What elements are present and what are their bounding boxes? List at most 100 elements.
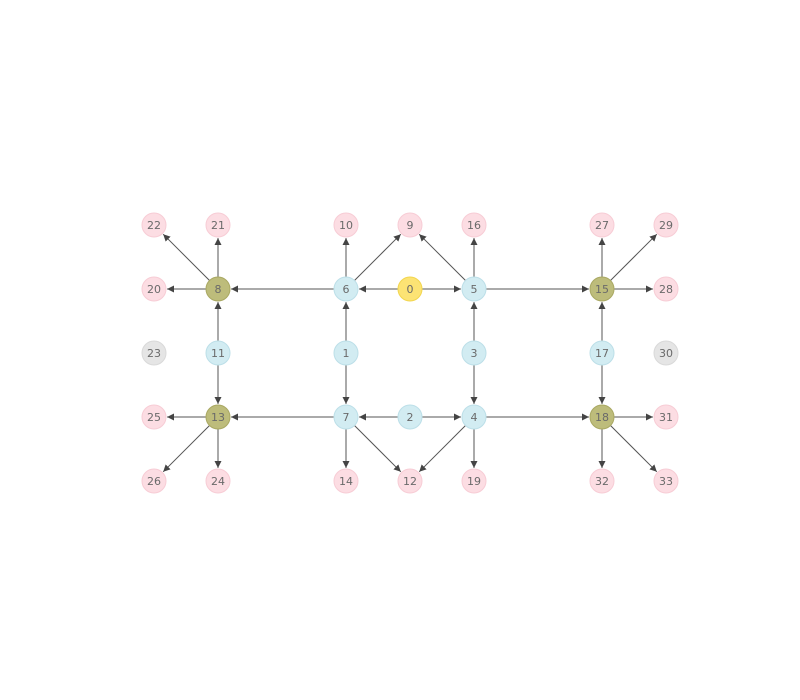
edge-6-to-9: [354, 233, 402, 281]
node-28: 28: [653, 276, 679, 302]
node-31: 31: [653, 404, 679, 430]
node-23: 23: [141, 340, 167, 366]
node-label-29: 29: [659, 219, 673, 232]
node-label-17: 17: [595, 347, 609, 360]
node-circle-8: [205, 276, 231, 302]
node-29: 29: [653, 212, 679, 238]
node-circle-12: [397, 468, 423, 494]
node-circle-22: [141, 212, 167, 238]
node-label-23: 23: [147, 347, 161, 360]
node-circle-3: [461, 340, 487, 366]
node-label-0: 0: [407, 283, 414, 296]
node-6: 6: [333, 276, 359, 302]
node-33: 33: [653, 468, 679, 494]
node-label-25: 25: [147, 411, 161, 424]
node-0: 0: [397, 276, 423, 302]
edge-7-to-12: [354, 425, 402, 473]
node-circle-0: [397, 276, 423, 302]
node-9: 9: [397, 212, 423, 238]
node-16: 16: [461, 212, 487, 238]
node-circle-30: [653, 340, 679, 366]
node-label-30: 30: [659, 347, 673, 360]
node-1: 1: [333, 340, 359, 366]
node-label-13: 13: [211, 411, 225, 424]
node-label-4: 4: [471, 411, 478, 424]
node-7: 7: [333, 404, 359, 430]
node-circle-14: [333, 468, 359, 494]
node-label-5: 5: [471, 283, 478, 296]
edges-layer: [162, 233, 658, 473]
node-circle-27: [589, 212, 615, 238]
node-20: 20: [141, 276, 167, 302]
node-circle-17: [589, 340, 615, 366]
node-label-22: 22: [147, 219, 161, 232]
node-3: 3: [461, 340, 487, 366]
node-label-2: 2: [407, 411, 414, 424]
node-label-24: 24: [211, 475, 225, 488]
node-13: 13: [205, 404, 231, 430]
node-11: 11: [205, 340, 231, 366]
node-12: 12: [397, 468, 423, 494]
node-circle-28: [653, 276, 679, 302]
node-label-33: 33: [659, 475, 673, 488]
node-24: 24: [205, 468, 231, 494]
node-label-3: 3: [471, 347, 478, 360]
node-label-31: 31: [659, 411, 673, 424]
node-circle-29: [653, 212, 679, 238]
node-label-32: 32: [595, 475, 609, 488]
edge-15-to-29: [610, 233, 658, 281]
node-10: 10: [333, 212, 359, 238]
node-21: 21: [205, 212, 231, 238]
node-19: 19: [461, 468, 487, 494]
node-circle-2: [397, 404, 423, 430]
node-label-27: 27: [595, 219, 609, 232]
edge-18-to-33: [610, 425, 658, 473]
edge-13-to-26: [162, 425, 210, 473]
node-25: 25: [141, 404, 167, 430]
node-26: 26: [141, 468, 167, 494]
node-circle-10: [333, 212, 359, 238]
node-circle-23: [141, 340, 167, 366]
node-label-12: 12: [403, 475, 417, 488]
node-18: 18: [589, 404, 615, 430]
node-32: 32: [589, 468, 615, 494]
node-circle-19: [461, 468, 487, 494]
node-label-9: 9: [407, 219, 414, 232]
node-label-15: 15: [595, 283, 609, 296]
node-2: 2: [397, 404, 423, 430]
node-circle-11: [205, 340, 231, 366]
node-label-16: 16: [467, 219, 481, 232]
node-label-19: 19: [467, 475, 481, 488]
node-label-20: 20: [147, 283, 161, 296]
node-30: 30: [653, 340, 679, 366]
node-circle-15: [589, 276, 615, 302]
node-17: 17: [589, 340, 615, 366]
node-4: 4: [461, 404, 487, 430]
node-circle-13: [205, 404, 231, 430]
node-circle-25: [141, 404, 167, 430]
node-5: 5: [461, 276, 487, 302]
node-label-7: 7: [343, 411, 350, 424]
node-circle-26: [141, 468, 167, 494]
node-circle-21: [205, 212, 231, 238]
node-circle-1: [333, 340, 359, 366]
node-8: 8: [205, 276, 231, 302]
node-circle-24: [205, 468, 231, 494]
node-circle-4: [461, 404, 487, 430]
node-label-28: 28: [659, 283, 673, 296]
node-circle-5: [461, 276, 487, 302]
node-label-6: 6: [343, 283, 350, 296]
node-circle-9: [397, 212, 423, 238]
node-27: 27: [589, 212, 615, 238]
node-label-26: 26: [147, 475, 161, 488]
node-circle-18: [589, 404, 615, 430]
node-circle-20: [141, 276, 167, 302]
edge-8-to-22: [162, 233, 210, 281]
node-circle-33: [653, 468, 679, 494]
node-circle-7: [333, 404, 359, 430]
edge-5-to-9: [418, 233, 466, 281]
node-label-21: 21: [211, 219, 225, 232]
node-15: 15: [589, 276, 615, 302]
